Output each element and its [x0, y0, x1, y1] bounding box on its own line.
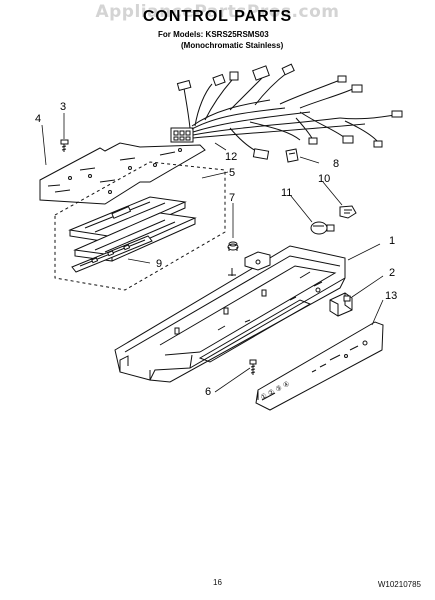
callout-8: 8 [333, 158, 339, 170]
callout-1: 1 [389, 235, 395, 247]
page-number: 16 [213, 578, 222, 587]
control-board-assembly-outline [54, 161, 226, 291]
clip-part [285, 148, 299, 163]
display-board [71, 235, 153, 273]
light-bulb [310, 221, 335, 235]
control-board-upper [68, 196, 187, 243]
callout-4: 4 [35, 113, 41, 125]
mounting-bracket [39, 142, 206, 205]
callout-7: 7 [229, 192, 235, 204]
lamp-socket [339, 205, 357, 219]
callout-9: 9 [156, 258, 162, 270]
callout-11: 11 [281, 187, 292, 199]
keypad-overlay [255, 321, 384, 411]
screw-part-3 [60, 139, 69, 152]
screw-part-6 [249, 359, 257, 375]
callout-12: 12 [225, 151, 237, 163]
document-number: W10210785 [377, 580, 421, 589]
subtitle: (Monochromatic Stainless) [181, 41, 284, 50]
leader-lines [41, 113, 384, 393]
callout-3: 3 [60, 101, 66, 113]
callout-2: 2 [389, 267, 395, 279]
door-switch [329, 292, 353, 317]
callout-5: 5 [229, 167, 235, 179]
callout-numbers: 3 4 12 8 5 10 11 7 1 9 2 13 6 [35, 101, 397, 398]
callout-6: 6 [205, 386, 211, 398]
page-title: CONTROL PARTS [142, 8, 293, 25]
grommet-part-7 [227, 241, 239, 251]
callout-10: 10 [318, 173, 330, 185]
watermark: AppliancePartsPros.com [95, 2, 340, 22]
callout-13: 13 [385, 290, 397, 302]
control-housing [114, 245, 346, 383]
wiring-harness [170, 63, 403, 160]
models-line: For Models: KSRS25RSMS03 [158, 30, 269, 39]
